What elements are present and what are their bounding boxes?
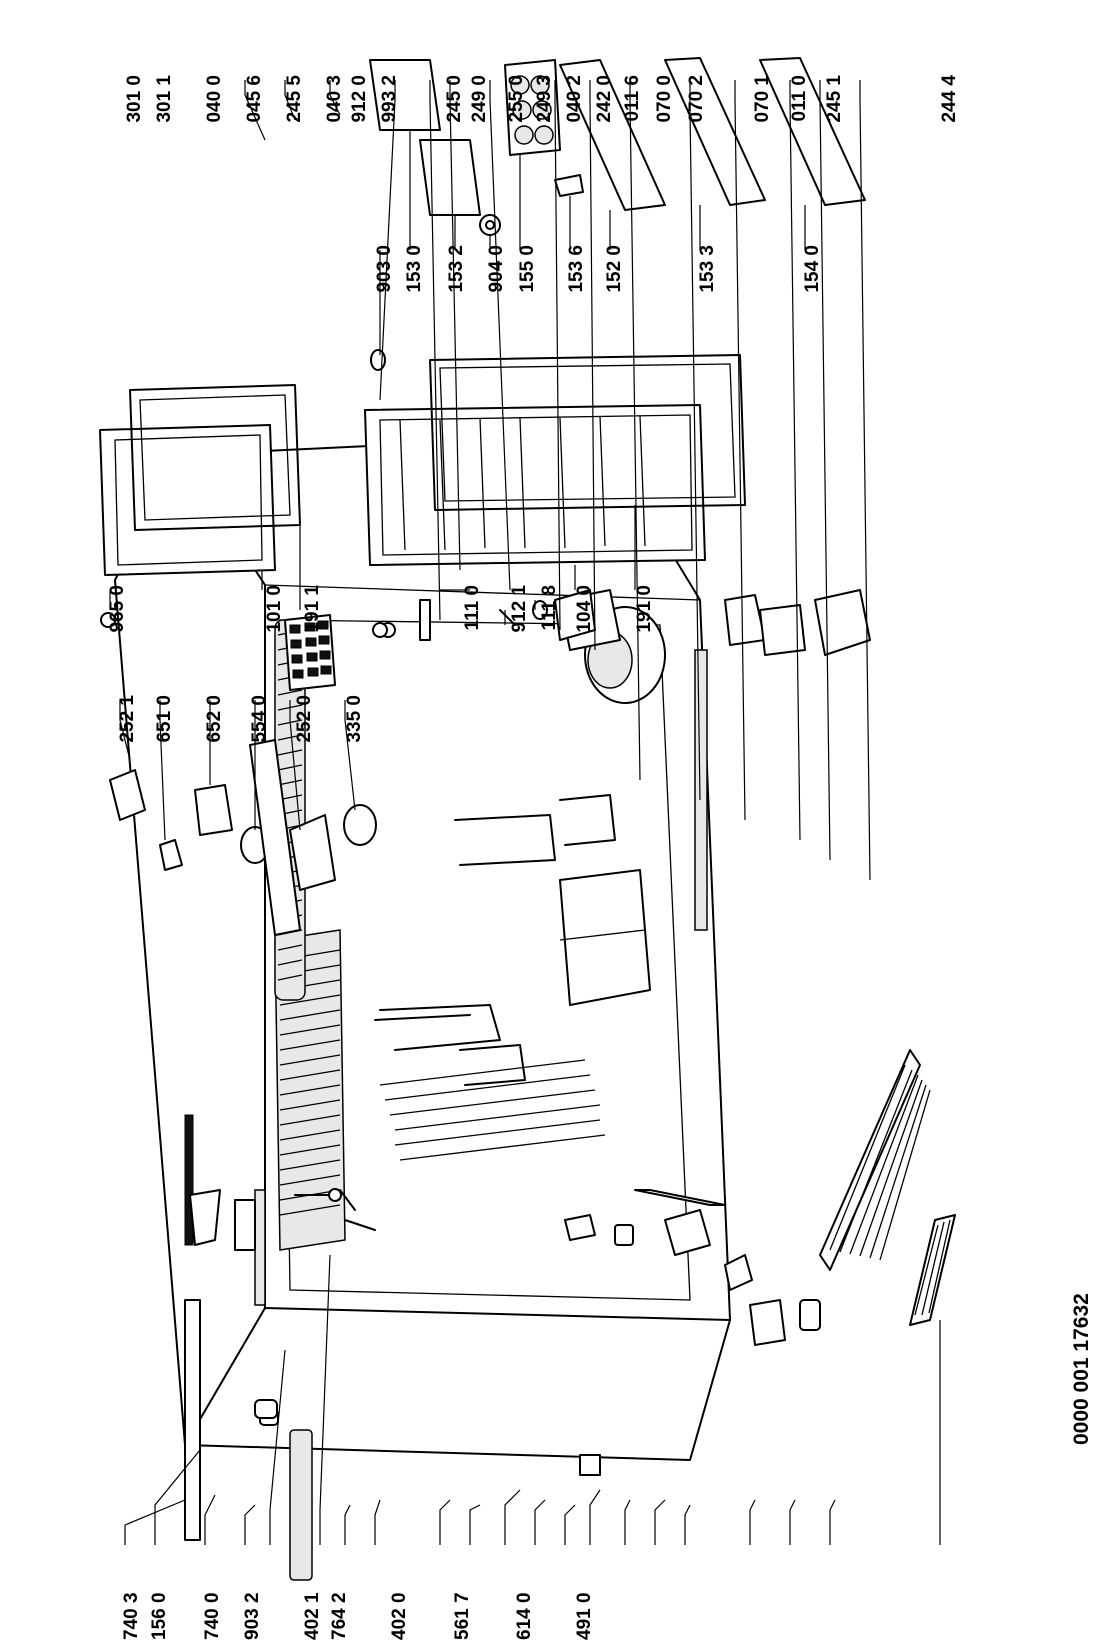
label-301-0: 301 0 — [124, 75, 145, 123]
label-245-0: 245 0 — [444, 75, 465, 123]
label-614-0: 614 0 — [514, 1592, 535, 1640]
label-903-0: 903 0 — [374, 245, 395, 293]
label-245-1: 245 1 — [824, 75, 845, 123]
label-111-8: 111 8 — [539, 585, 560, 630]
label-249-0: 249 0 — [469, 75, 490, 123]
freezer-door — [99, 384, 301, 628]
label-491-0: 491 0 — [574, 1592, 595, 1640]
label-011-0: 011 0 — [789, 75, 810, 122]
label-040-0: 040 0 — [204, 75, 225, 123]
label-965-0: 965 0 — [107, 585, 128, 633]
label-070-2: 070 2 — [686, 75, 707, 123]
ice-tray — [284, 614, 336, 691]
label-242-0: 242 0 — [594, 75, 615, 123]
label-156-0: 156 0 — [149, 1592, 170, 1640]
label-011-6: 011 6 — [622, 75, 643, 122]
label-301-1: 301 1 — [154, 75, 175, 123]
label-740-3: 740 3 — [121, 1592, 142, 1640]
label-904-0: 904 0 — [486, 245, 507, 293]
document-id: 0000 001 17632 — [1070, 1293, 1093, 1445]
label-912-0: 912 0 — [349, 75, 370, 123]
label-244-4: 244 4 — [939, 75, 960, 123]
label-554-0: 554 0 — [249, 695, 270, 743]
label-249-3: 249 3 — [534, 75, 555, 123]
label-245-5: 245 5 — [284, 75, 305, 123]
label-652-0: 652 0 — [204, 695, 225, 743]
fridge-door — [364, 354, 746, 641]
label-252-1: 252 1 — [117, 695, 138, 743]
label-101-0: 101 0 — [264, 585, 285, 633]
label-764-2: 764 2 — [329, 1592, 350, 1640]
label-153-0: 153 0 — [404, 245, 425, 293]
label-993-2: 993 2 — [379, 75, 400, 123]
cabinet-drawing — [114, 434, 731, 1461]
control-parts — [109, 739, 377, 936]
label-255-0: 255 0 — [506, 75, 527, 123]
label-040-3: 040 3 — [324, 75, 345, 123]
label-070-1: 070 1 — [752, 75, 773, 123]
label-104-0: 104 0 — [574, 585, 595, 633]
label-040-2: 040 2 — [564, 75, 585, 123]
small-parts — [184, 589, 956, 1581]
label-561-7: 561 7 — [452, 1592, 473, 1640]
label-154-0: 154 0 — [802, 245, 823, 293]
label-191-1: 191 1 — [302, 585, 323, 633]
label-111-0: 111 0 — [462, 585, 483, 630]
label-740-0: 740 0 — [202, 1592, 223, 1640]
label-153-3: 153 3 — [697, 245, 718, 293]
label-045-6: 045 6 — [244, 75, 265, 123]
label-153-6: 153 6 — [566, 245, 587, 293]
label-402-0: 402 0 — [389, 1592, 410, 1640]
label-651-0: 651 0 — [154, 695, 175, 743]
label-903-2: 903 2 — [242, 1592, 263, 1640]
label-191-0: 191 0 — [634, 585, 655, 633]
label-152-0: 152 0 — [604, 245, 625, 293]
label-155-0: 155 0 — [517, 245, 538, 293]
label-070-0: 070 0 — [654, 75, 675, 123]
label-912-1: 912 1 — [509, 585, 530, 633]
label-252-0: 252 0 — [294, 695, 315, 743]
label-335-0: 335 0 — [344, 695, 365, 743]
label-153-2: 153 2 — [446, 245, 467, 293]
leader-lines — [109, 80, 941, 1545]
label-402-1: 402 1 — [302, 1592, 323, 1640]
